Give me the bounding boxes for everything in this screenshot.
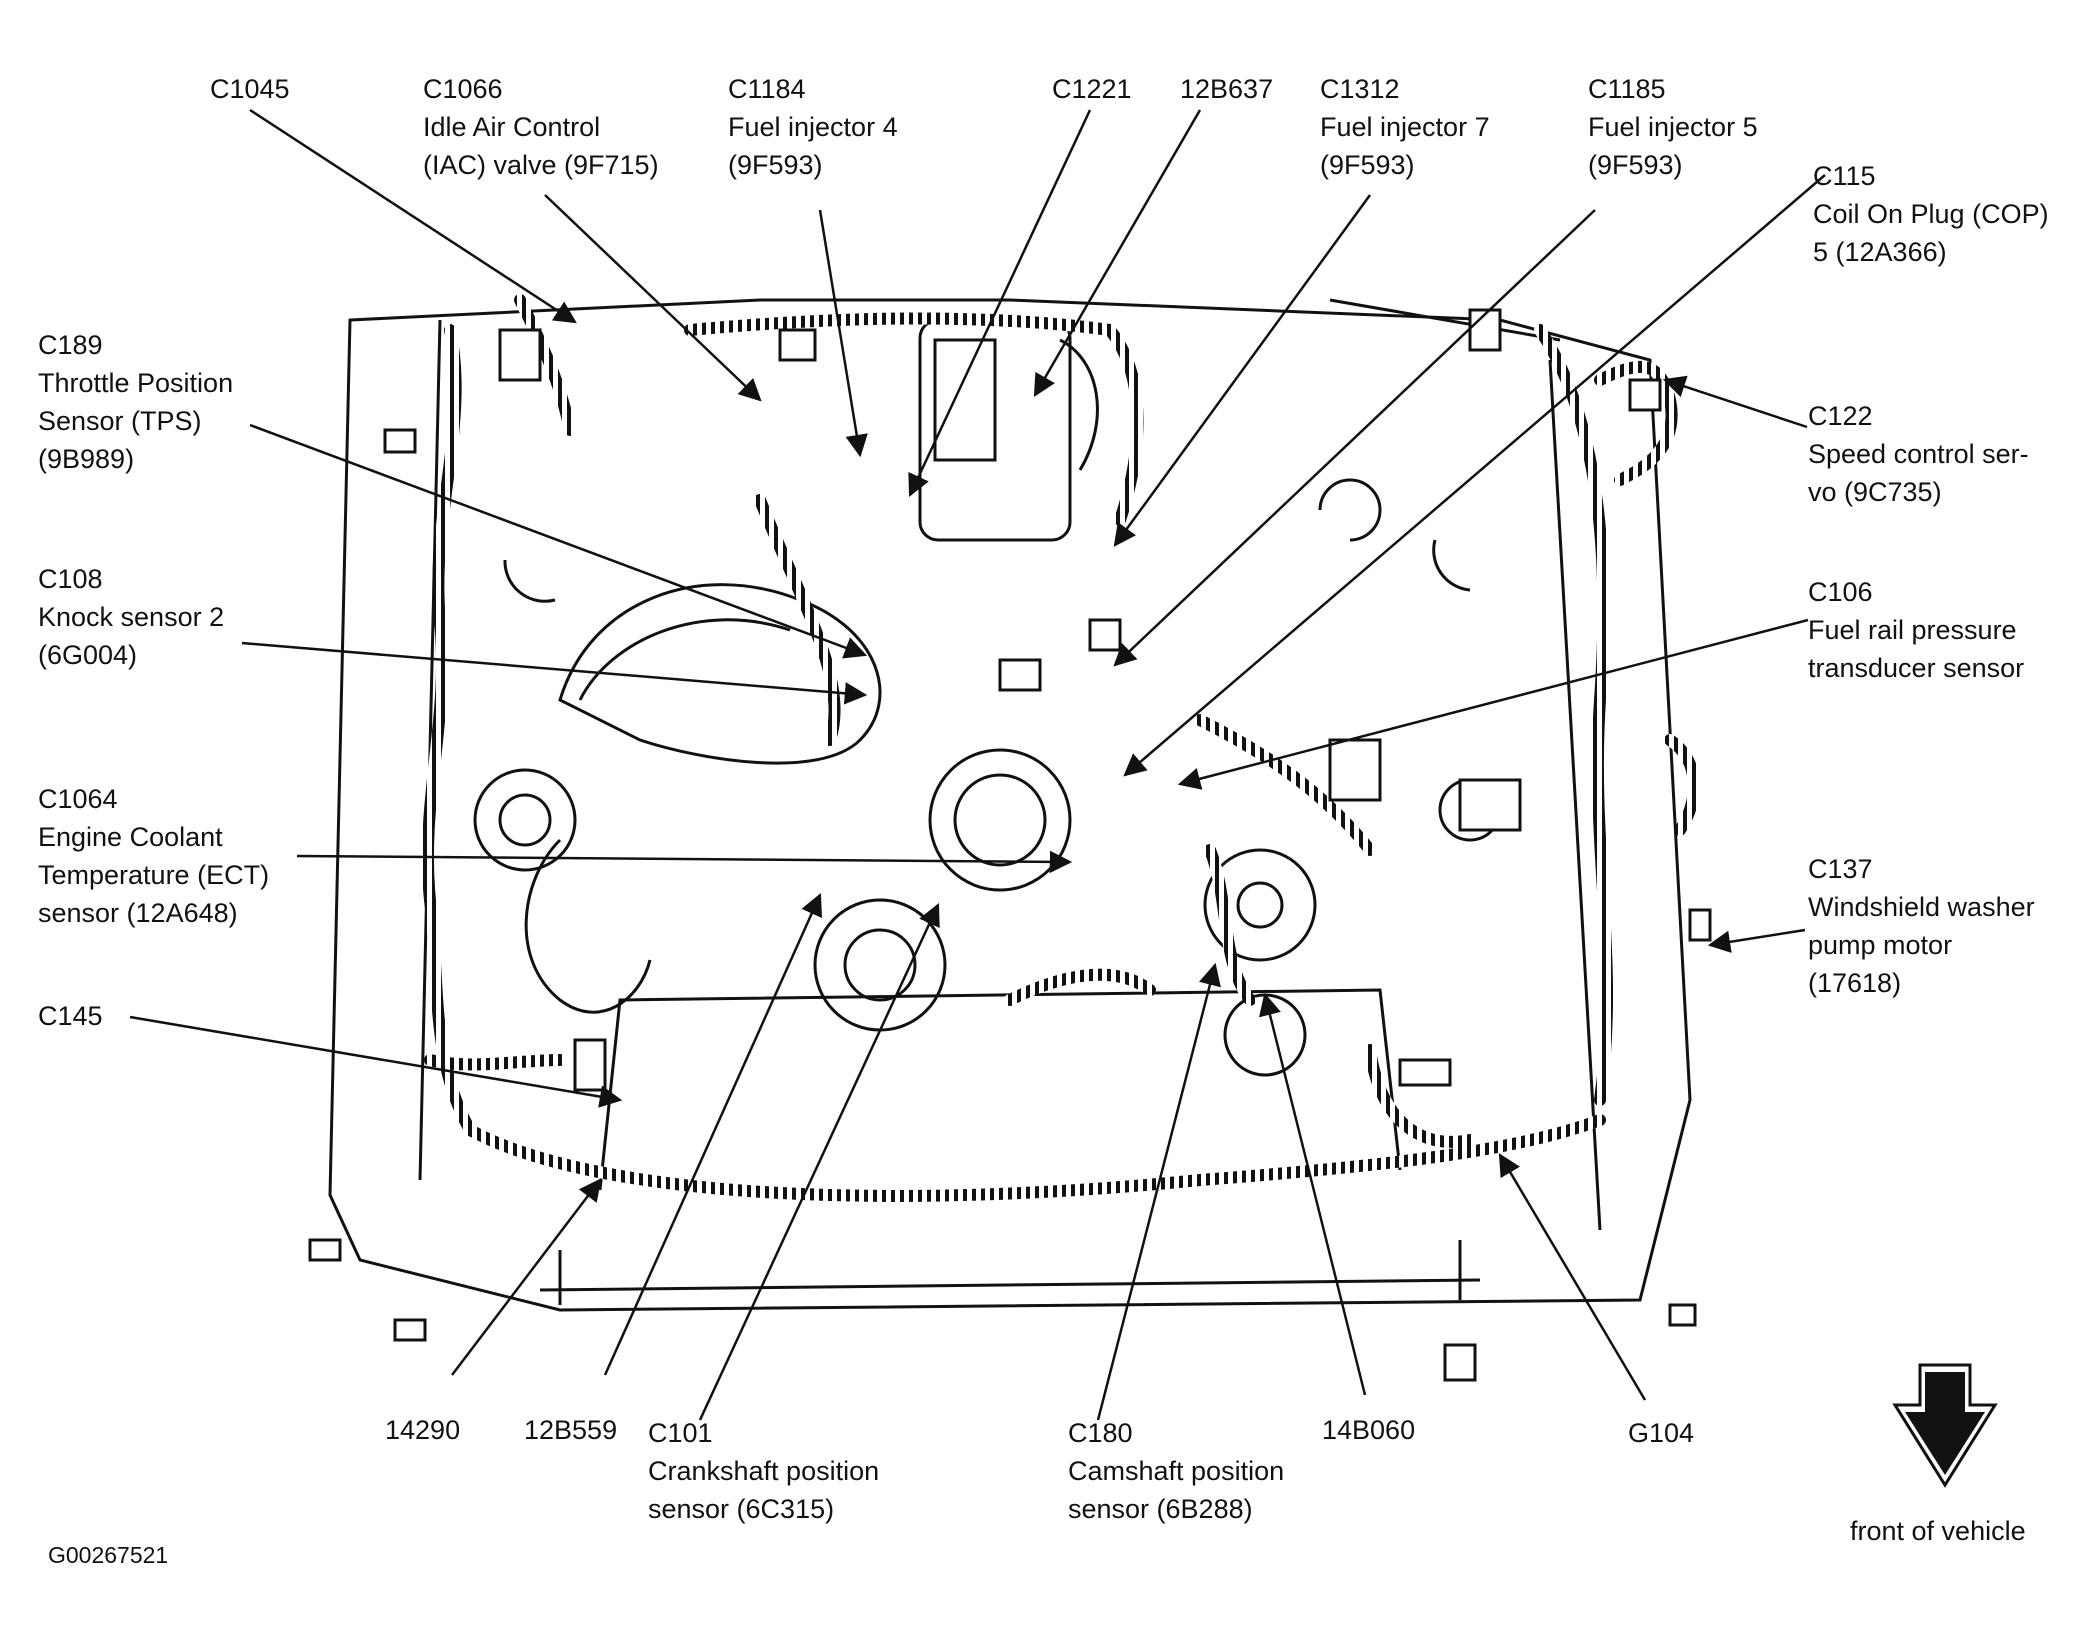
callout-code: C101 — [648, 1418, 713, 1448]
callout-desc-line: (6G004) — [38, 640, 138, 670]
callout-c1064: C1064 Engine Coolant Temperature (ECT) s… — [38, 780, 269, 932]
callout-desc-line: (IAC) valve (9F715) — [423, 150, 659, 180]
callout-code: C137 — [1808, 854, 1873, 884]
connectors — [308, 308, 1712, 1382]
callout-desc-line: Camshaft position — [1068, 1456, 1285, 1486]
callout-code: C106 — [1808, 577, 1873, 607]
callout-desc-line: sensor (6C315) — [648, 1494, 835, 1524]
callout-desc-line: Speed control ser- — [1808, 439, 2029, 469]
engine-pulleys — [473, 478, 1502, 1077]
callout-desc-line: Engine Coolant — [38, 822, 223, 852]
callout-code: C1184 — [728, 74, 806, 104]
callout-g104: G104 — [1628, 1414, 1694, 1452]
callout-desc-line: Sensor (TPS) — [38, 406, 202, 436]
intake-manifold — [524, 318, 1099, 1014]
callout-c137: C137 Windshield washer pump motor (17618… — [1808, 850, 2035, 1002]
callout-code: C1221 — [1052, 74, 1132, 104]
callout-desc-line: Knock sensor 2 — [38, 602, 225, 632]
callout-desc-line: (17618) — [1808, 968, 1902, 998]
callout-desc-line: transducer sensor — [1808, 653, 2025, 683]
callout-code: C180 — [1068, 1418, 1133, 1448]
callout-code: 14B060 — [1322, 1415, 1416, 1445]
callout-desc-line: (9F593) — [1320, 150, 1415, 180]
callout-code: C1312 — [1320, 74, 1400, 104]
callout-c108: C108 Knock sensor 2 (6G004) — [38, 560, 224, 674]
callout-code: C189 — [38, 330, 103, 360]
callout-desc-line: Crankshaft position — [648, 1456, 880, 1486]
callout-code: C108 — [38, 564, 103, 594]
callout-desc-line: (9F593) — [728, 150, 823, 180]
callout-c1066: C1066 Idle Air Control (IAC) valve (9F71… — [423, 70, 659, 184]
front-direction-arrow — [1892, 1363, 1998, 1488]
callout-desc-line: Temperature (ECT) — [38, 860, 270, 890]
callout-desc-line: Idle Air Control — [423, 112, 601, 142]
callout-code: G104 — [1628, 1418, 1695, 1448]
callout-code: C1066 — [423, 74, 503, 104]
callout-code: 12B559 — [524, 1415, 618, 1445]
callout-desc-line: 5 (12A366) — [1813, 237, 1947, 267]
callout-code: C115 — [1813, 161, 1876, 191]
callout-code: C1045 — [210, 74, 290, 104]
callout-12b637: 12B637 — [1180, 70, 1273, 108]
callout-code: C1064 — [38, 784, 118, 814]
callout-desc-line: Fuel injector 4 — [728, 112, 898, 142]
callout-desc-line: Fuel rail pressure — [1808, 615, 2017, 645]
callout-c145: C145 — [38, 997, 103, 1035]
callout-c101: C101 Crankshaft position sensor (6C315) — [648, 1414, 879, 1528]
callout-code: 12B637 — [1180, 74, 1274, 104]
callout-desc-line: (9F593) — [1588, 150, 1683, 180]
callout-code: C145 — [38, 1001, 103, 1031]
callout-desc-line: Fuel injector 5 — [1588, 112, 1758, 142]
wiring-harness — [422, 294, 1700, 1202]
callout-14b060: 14B060 — [1322, 1411, 1415, 1449]
callout-14290: 14290 — [385, 1411, 460, 1449]
front-of-vehicle-label: front of vehicle — [1850, 1516, 2026, 1546]
callout-c180: C180 Camshaft position sensor (6B288) — [1068, 1414, 1284, 1528]
callout-c1184: C1184 Fuel injector 4 (9F593) — [728, 70, 898, 184]
callout-desc-line: sensor (6B288) — [1068, 1494, 1253, 1524]
callout-desc-line: Coil On Plug (COP) — [1813, 199, 2049, 229]
callout-desc-line: Fuel injector 7 — [1320, 112, 1490, 142]
callout-desc-line: Windshield washer — [1808, 892, 2035, 922]
callout-code: C1185 — [1588, 74, 1666, 104]
callout-desc-line: Throttle Position — [38, 368, 234, 398]
callout-c1185: C1185 Fuel injector 5 (9F593) — [1588, 70, 1758, 184]
callout-code: C122 — [1808, 401, 1873, 431]
callout-c115: C115 Coil On Plug (COP) 5 (12A366) — [1813, 157, 2049, 271]
callout-desc-line: vo (9C735) — [1808, 477, 1942, 507]
leader-lines — [129, 108, 1826, 1421]
callout-code: 14290 — [385, 1415, 461, 1445]
callout-c1045: C1045 — [210, 70, 290, 108]
callout-12b559: 12B559 — [524, 1411, 617, 1449]
callout-c122: C122 Speed control ser- vo (9C735) — [1808, 397, 2029, 511]
callout-c106: C106 Fuel rail pressure transducer senso… — [1808, 573, 2024, 687]
callout-desc-line: sensor (12A648) — [38, 898, 238, 928]
callout-desc-line: (9B989) — [38, 444, 135, 474]
diagram-id: G00267521 — [48, 1542, 169, 1568]
callout-c1221: C1221 — [1052, 70, 1132, 108]
callout-c189: C189 Throttle Position Sensor (TPS) (9B9… — [38, 326, 233, 478]
callout-c1312: C1312 Fuel injector 7 (9F593) — [1320, 70, 1490, 184]
callout-desc-line: pump motor — [1808, 930, 1953, 960]
